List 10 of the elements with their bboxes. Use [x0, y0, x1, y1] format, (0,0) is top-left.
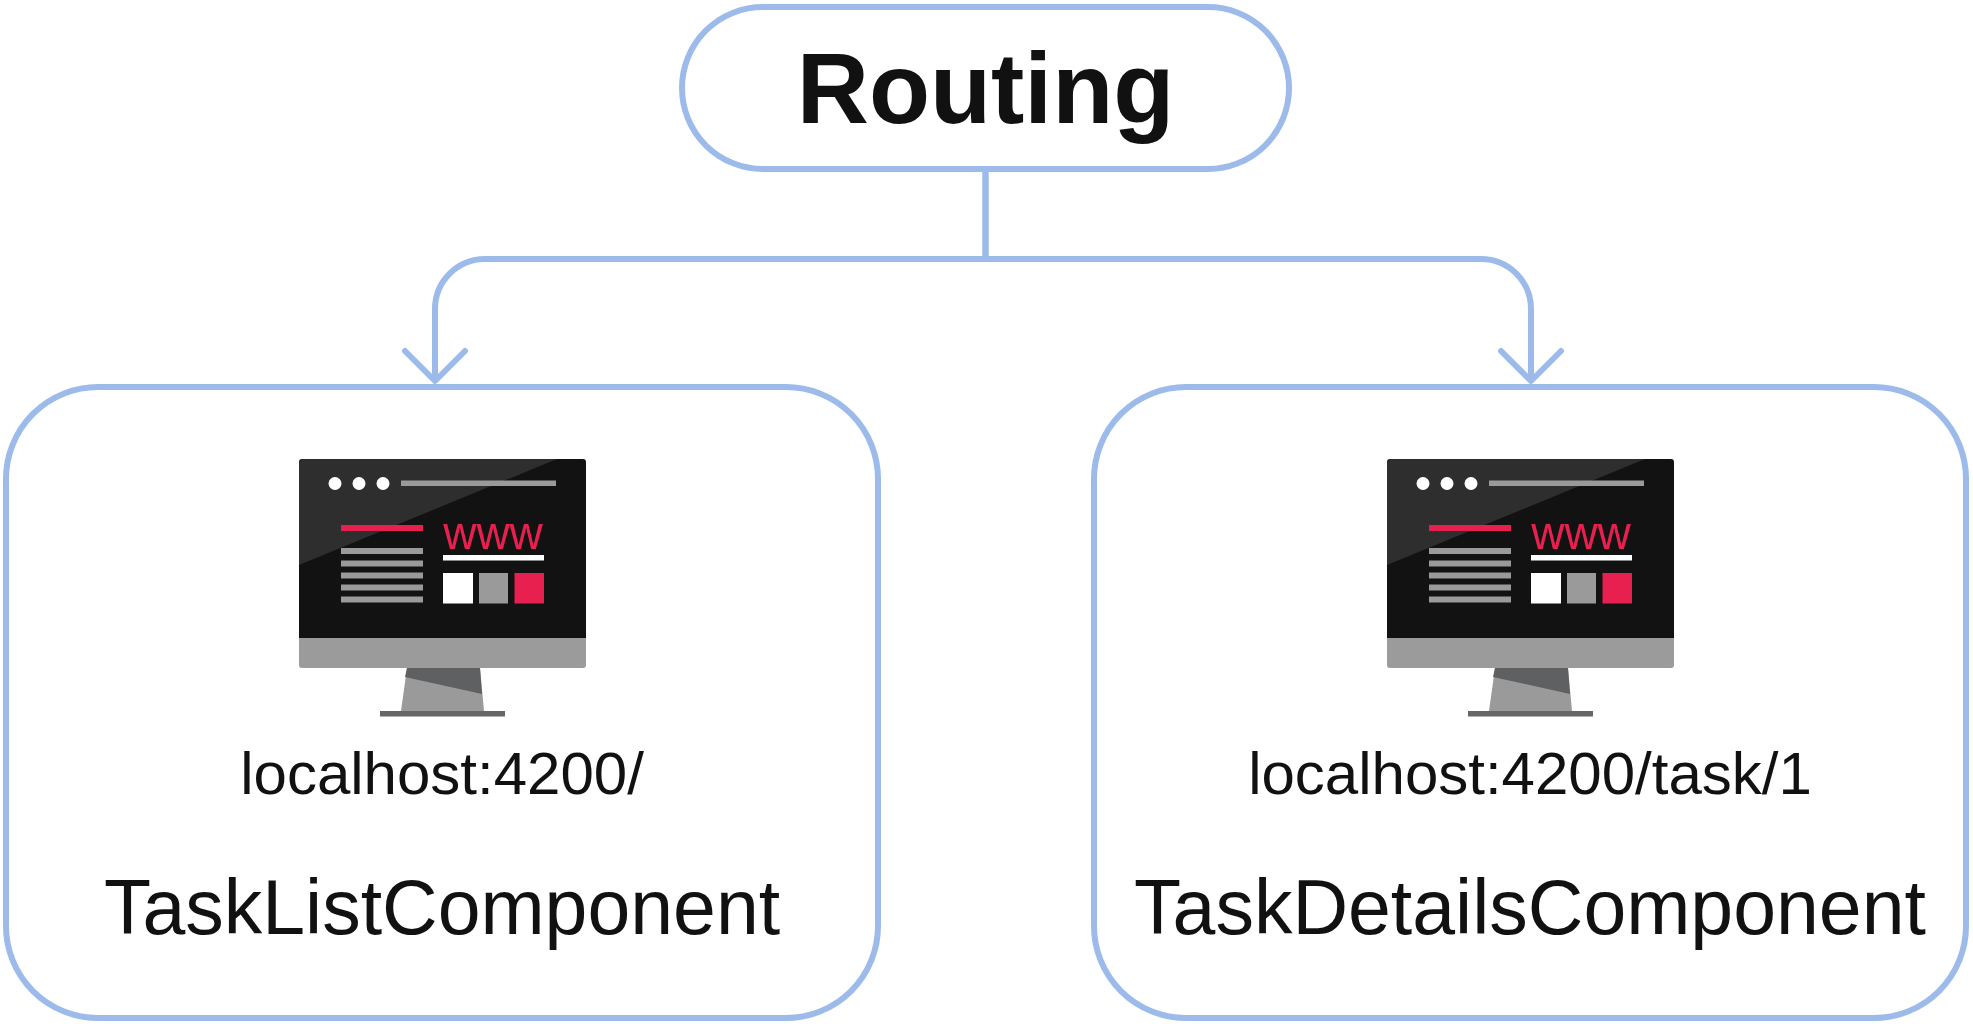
component-name: TaskListComponent — [103, 863, 781, 952]
heading: Routing — [795, 31, 1176, 146]
url-text: localhost:4200/ — [240, 739, 644, 809]
url-text: localhost:4200/task/1 — [1248, 739, 1812, 809]
rounded-panel — [3, 384, 881, 1021]
screen-text: www — [442, 514, 544, 552]
rounded-panel — [1091, 384, 1969, 1021]
arrow — [982, 172, 1564, 384]
component-name: TaskDetailsComponent — [1134, 863, 1926, 952]
screen-text: www — [1530, 514, 1632, 552]
